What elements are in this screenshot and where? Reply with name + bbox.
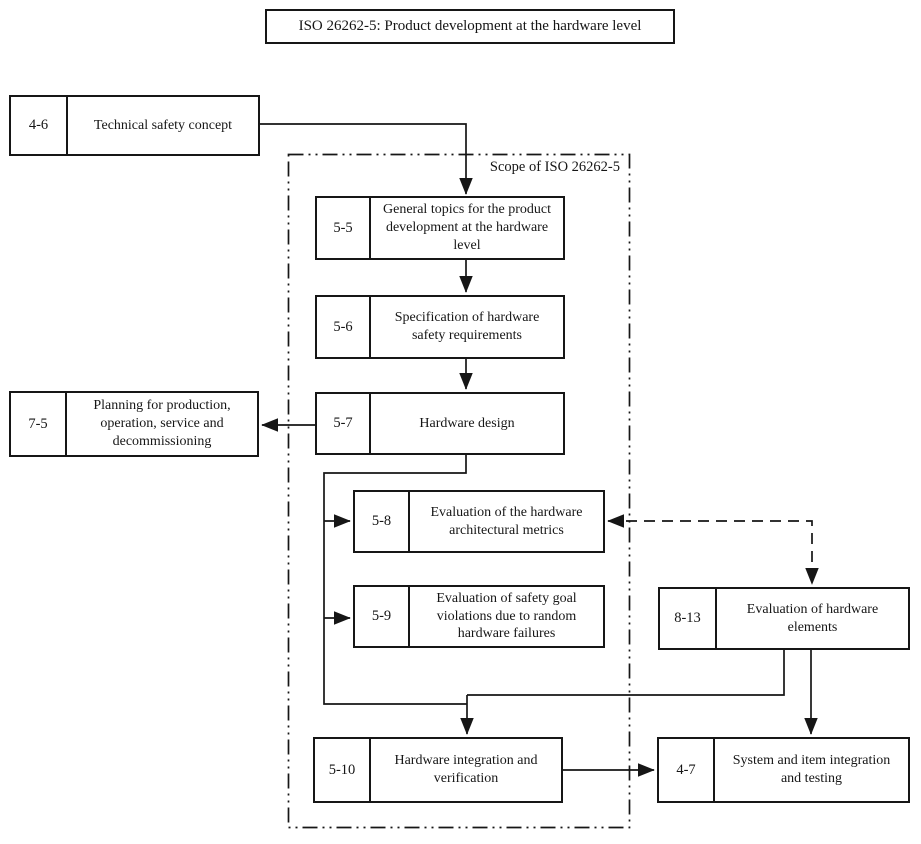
node-4-7-number: 4-7 bbox=[659, 739, 715, 801]
node-4-7: 4-7 System and item integration and test… bbox=[657, 737, 910, 803]
node-4-6-label: Technical safety concept bbox=[93, 117, 233, 133]
node-5-5-label: General topics for the product developme… bbox=[383, 202, 551, 253]
node-5-8-label: Evaluation of the hardware architectural… bbox=[430, 504, 583, 538]
node-5-8-number: 5-8 bbox=[355, 492, 410, 551]
node-4-6-number: 4-6 bbox=[11, 97, 68, 154]
node-4-6: 4-6 Technical safety concept bbox=[9, 95, 260, 156]
node-8-13-label: Evaluation of hardware elements bbox=[746, 601, 879, 635]
node-5-8: 5-8 Evaluation of the hardware architect… bbox=[353, 490, 605, 553]
node-5-7: 5-7 Hardware design bbox=[315, 392, 565, 455]
scope-label: Scope of ISO 26262-5 bbox=[489, 159, 620, 175]
edge-813-join bbox=[467, 650, 785, 696]
node-5-5-number: 5-5 bbox=[317, 198, 371, 258]
node-5-6-label: Specification of hardware safety require… bbox=[394, 310, 540, 343]
node-5-6: 5-6 Specification of hardware safety req… bbox=[315, 295, 565, 359]
node-5-7-number: 5-7 bbox=[317, 394, 371, 453]
node-5-7-label: Hardware design bbox=[419, 415, 515, 431]
diagram-title: ISO 26262-5: Product development at the … bbox=[265, 9, 675, 44]
edge-58-813-dashed bbox=[607, 514, 819, 585]
node-5-10-label: Hardware integration and verification bbox=[394, 753, 538, 786]
node-5-9-number: 5-9 bbox=[355, 587, 410, 646]
node-5-10-number: 5-10 bbox=[315, 739, 371, 801]
node-5-9: 5-9 Evaluation of safety goal violations… bbox=[353, 585, 605, 648]
node-5-10: 5-10 Hardware integration and verificati… bbox=[313, 737, 563, 803]
scope-boundary bbox=[287, 153, 631, 829]
node-5-9-label: Evaluation of safety goal violations due… bbox=[436, 590, 577, 642]
edge-57-rail bbox=[323, 455, 467, 705]
node-8-13: 8-13 Evaluation of hardware elements bbox=[658, 587, 910, 650]
node-8-13-number: 8-13 bbox=[660, 589, 717, 648]
node-7-5-number: 7-5 bbox=[11, 393, 67, 455]
node-4-7-label: System and item integration and testing bbox=[732, 753, 891, 786]
node-7-5-label: Planning for production, operation, serv… bbox=[93, 398, 231, 449]
node-5-6-number: 5-6 bbox=[317, 297, 371, 357]
node-7-5: 7-5 Planning for production, operation, … bbox=[9, 391, 259, 457]
edge-46-55 bbox=[260, 123, 473, 195]
node-5-5: 5-5 General topics for the product devel… bbox=[315, 196, 565, 260]
